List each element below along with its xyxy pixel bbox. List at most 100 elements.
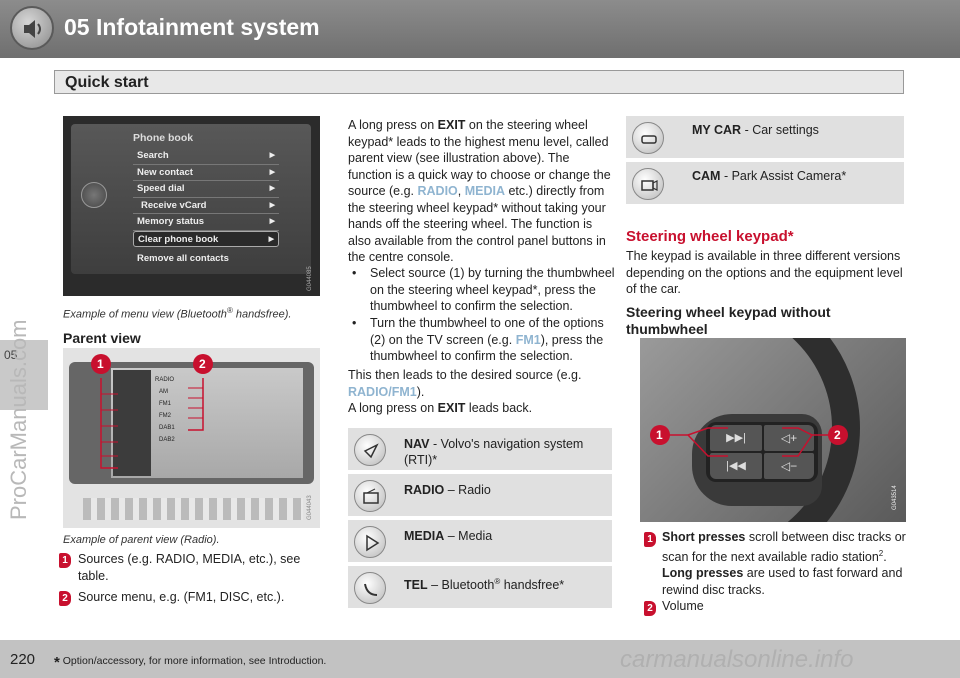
next-track-icon: ▶▶|: [710, 425, 762, 451]
setting-desc: - Park Assist Camera*: [720, 169, 847, 183]
settings-row-mycar: MY CAR - Car settings: [626, 116, 904, 160]
chevron-right-icon: ▶: [269, 168, 275, 176]
subheading-line: Steering wheel keypad without: [626, 304, 831, 320]
reg-mark: ®: [494, 577, 501, 586]
text: scroll between disc tracks or scan for t…: [662, 530, 906, 564]
chevron-right-icon: ▶: [269, 152, 275, 159]
speaker-icon: [10, 6, 54, 50]
footnote-ref: 2: [878, 548, 884, 558]
legend-text-1: Short presses scroll between disc tracks…: [662, 529, 906, 598]
text: Turn the thumbwheel to one of the option…: [370, 316, 604, 347]
caption-text: handsfree).: [232, 308, 292, 321]
keypad-buttons: ▶▶| ◁+ |◀◀ ◁−: [706, 422, 818, 482]
legend-text-2: Source menu, e.g. (FM1, DISC, etc.).: [78, 590, 285, 604]
phonebook-menu-label: Receive vCard: [141, 199, 207, 211]
phonebook-menu-item: New contact▶: [133, 165, 279, 181]
text: on the steering wheel keypad* leads to t…: [348, 118, 611, 198]
phonebook-menu: Search▶New contact▶Speed dial▶Receive vC…: [133, 148, 279, 271]
exit-note: A long press on EXIT leads back.: [348, 400, 614, 417]
parent-view-description: A long press on EXIT on the steering whe…: [348, 117, 614, 266]
media-play-icon: [354, 526, 386, 558]
source-row-media: MEDIA – Media: [348, 520, 612, 564]
volume-down-icon: ◁−: [764, 453, 814, 479]
settings-row-cam: CAM - Park Assist Camera*: [626, 162, 904, 206]
legend-badge-1: 1: [59, 553, 71, 568]
callout-1: 1: [656, 428, 663, 442]
setting-desc: - Car settings: [741, 123, 819, 137]
chapter-tab: [0, 340, 48, 410]
parent-view-heading: Parent view: [63, 330, 141, 346]
legend-text-1: Sources (e.g. RADIO, MEDIA, etc.), see t…: [78, 551, 318, 584]
setting-name: MY CAR: [692, 123, 742, 137]
legend-badge-2: 2: [644, 601, 656, 616]
radio-menu-label: AM: [159, 389, 168, 395]
legend-text-2: Volume: [662, 599, 704, 613]
camera-icon: [632, 168, 664, 200]
callout-2: 2: [834, 428, 841, 442]
source-desc: – Media: [444, 529, 493, 543]
figure-id: G044085: [307, 266, 313, 291]
text: .: [883, 549, 887, 564]
source-row-nav: NAV - Volvo's navigation system (RTI)*: [348, 428, 612, 472]
prev-track-icon: |◀◀: [710, 453, 762, 479]
page-footer: 220 * Option/accessory, for more informa…: [0, 640, 960, 678]
radio-menu-item: AM: [155, 386, 215, 398]
exit-keyword: EXIT: [437, 401, 466, 415]
page-number: 220: [10, 651, 36, 668]
setting-name: CAM: [692, 169, 721, 183]
exit-keyword: EXIT: [437, 118, 466, 132]
text: ), press the thumbwheel to confirm the s…: [370, 332, 604, 364]
short-press-label: Short presses: [662, 530, 746, 544]
settings-label: MY CAR - Car settings: [692, 122, 896, 138]
phone-icon: [354, 572, 386, 604]
bullet-text: Select source (1) by turning the thumbwh…: [370, 266, 615, 313]
phonebook-menu-item: Search ▶: [133, 148, 279, 165]
chapter-title: 05 Infotainment system: [64, 14, 320, 40]
figure-id: G044043: [307, 495, 313, 520]
radio-menu-item: FM2: [155, 410, 215, 422]
bullet-text: Turn the thumbwheel to one of the option…: [370, 315, 616, 365]
text: leads back.: [465, 401, 533, 415]
phonebook-menu-label: Memory status: [137, 216, 205, 227]
radio-menu-item: FM1: [155, 398, 215, 410]
source-desc: – Radio: [444, 483, 491, 497]
radio-icon: [354, 480, 386, 512]
footer-watermark: carmanualsonline.info: [620, 646, 854, 673]
settings-label: CAM - Park Assist Camera*: [692, 168, 896, 184]
footnote: * Option/accessory, for more information…: [54, 654, 326, 671]
legend-line: table.: [78, 568, 109, 583]
fm1-keyword: FM1: [515, 332, 541, 347]
menu-view-caption: Example of menu view (Bluetooth® handsfr…: [63, 306, 291, 321]
radio-fm1-keyword: RADIO/FM1: [348, 384, 417, 399]
callout-2: 2: [199, 357, 206, 371]
bullet-item: • Select source (1) by turning the thumb…: [352, 265, 616, 315]
source-label: RADIO – Radio: [404, 482, 608, 498]
navigation-icon: [354, 434, 386, 466]
phonebook-menu-item: Remove all contacts: [133, 251, 279, 271]
source-name: MEDIA: [404, 529, 445, 543]
chevron-right-icon: ▶: [269, 185, 275, 192]
chapter-header: 05 Infotainment system: [0, 0, 960, 58]
source-desc: - Volvo's navigation system (RTI)*: [404, 437, 584, 467]
source-label: TEL – Bluetooth® handsfree*: [404, 574, 608, 593]
footnote-star: *: [54, 654, 60, 671]
parent-view-caption: Example of parent view (Radio).: [63, 534, 220, 546]
text: A long press on: [348, 401, 438, 415]
phonebook-menu-label: Search: [137, 150, 169, 161]
keypad-heading: Steering wheel keypad*: [626, 228, 794, 245]
phonebook-menu-item: Memory status▶: [133, 214, 279, 231]
radio-menu-label: FM1: [159, 401, 171, 407]
phonebook-menu-label: Remove all contacts: [137, 253, 229, 264]
phonebook-title: Phone book: [133, 132, 194, 144]
radio-menu-item: DAB1: [155, 422, 215, 434]
caption-reg: ®: [226, 306, 233, 315]
side-watermark: ProCarManuals.com: [6, 319, 31, 520]
bullet-dot: •: [352, 316, 357, 330]
caption-text: Example of menu view (Bluetooth: [63, 308, 227, 321]
source-label: MEDIA – Media: [404, 528, 608, 544]
footnote-text: Option/accessory, for more information, …: [59, 655, 327, 667]
callout-1: 1: [97, 357, 104, 371]
long-press-label: Long presses: [662, 566, 744, 581]
keypad-subheading: Steering wheel keypad without thumbwheel: [626, 304, 831, 338]
radio-keyword: RADIO: [417, 184, 458, 198]
